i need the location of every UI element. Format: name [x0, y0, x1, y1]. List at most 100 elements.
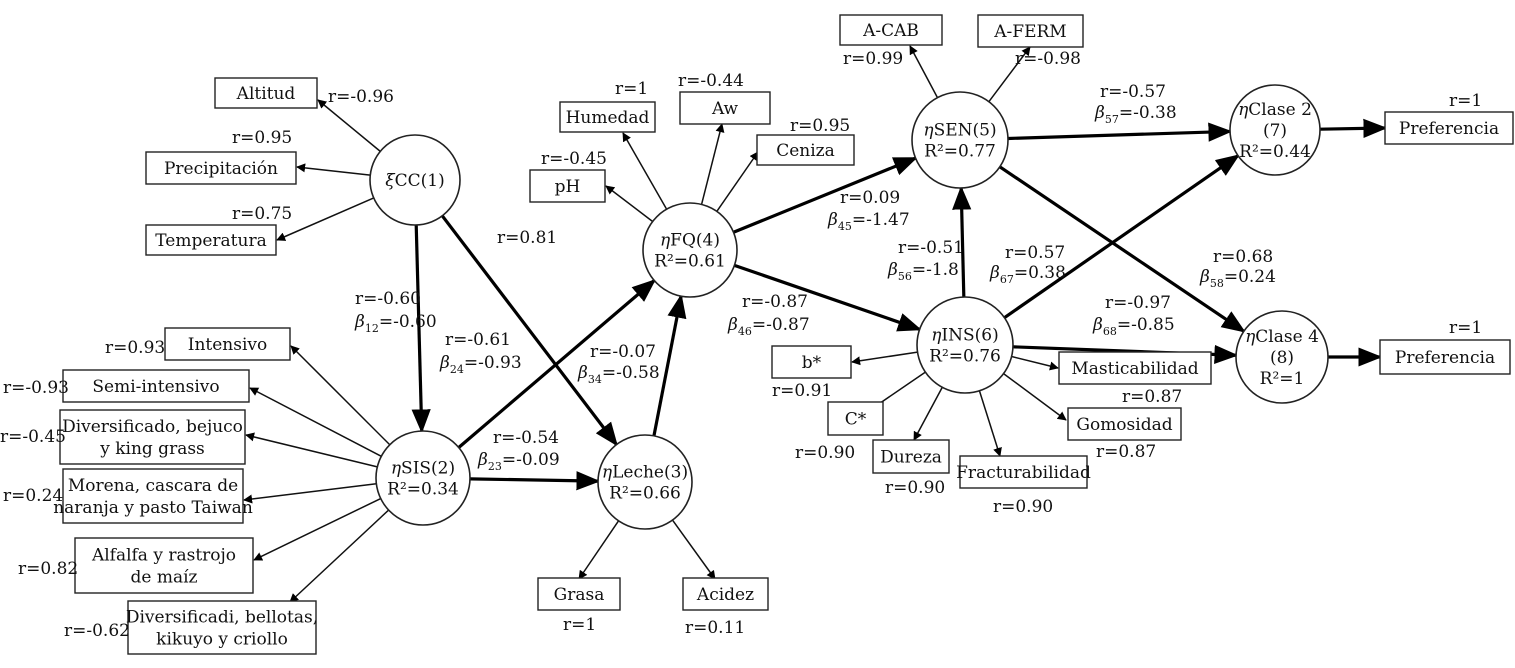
- indicator-label: Masticabilidad: [1071, 359, 1198, 379]
- latent-node-stat: R²=0.66: [609, 484, 681, 504]
- path-arrow-sen-clase2: [1007, 122, 1233, 142]
- indicator-box: [537, 577, 621, 611]
- path-beta-label: β58=0.24: [1199, 267, 1276, 290]
- indicator-arrow: [716, 151, 759, 212]
- latent-node-name: ηSEN(5): [923, 121, 996, 141]
- indicator-r-value: r=0.11: [685, 618, 745, 638]
- indicator-box: [679, 91, 771, 125]
- latent-node-name: ηINS(6): [931, 326, 999, 346]
- indicator-arrow: [978, 390, 1002, 457]
- indicator-arrow: [290, 345, 391, 446]
- indicator-r-value: r=-0.44: [678, 71, 744, 91]
- indicator-box: [164, 327, 291, 361]
- latent-node-stat: R²=0.34: [387, 480, 459, 500]
- indicator-arrow: [909, 45, 939, 98]
- indicator-r-value: r=0.82: [18, 559, 78, 579]
- path-beta-label: β46=-0.87: [727, 315, 810, 338]
- indicator-label: Grasa: [554, 585, 605, 605]
- indicator-r-value: r=1: [563, 615, 596, 635]
- indicator-r-value: r=0.75: [232, 204, 292, 224]
- indicator-arrow: [622, 132, 668, 210]
- indicator-arrow: [913, 386, 943, 441]
- path-arrow-fq-ins: [733, 263, 922, 332]
- latent-node-stat: (8): [1270, 348, 1294, 368]
- path-arrow-cc-sis: [411, 224, 431, 434]
- path-r-label: r=0.81: [497, 228, 557, 248]
- path-arrow-ins-sen: [952, 185, 972, 298]
- indicator-r-value: r=-0.93: [3, 378, 69, 398]
- latent-node-ins: [916, 296, 1014, 394]
- latent-node-name: ξCC(1): [385, 171, 444, 191]
- indicator-label: Morena, cascara de: [68, 476, 238, 496]
- path-beta-label: β45=-1.47: [827, 210, 910, 233]
- path-arrow-cc-leche: [440, 214, 618, 447]
- latent-node-stat: R²=0.61: [654, 252, 726, 272]
- path-r-label: r=-0.87: [742, 292, 808, 312]
- indicator-box: [145, 151, 297, 185]
- indicator-r-value: r=0.87: [1122, 387, 1182, 407]
- indicator-arrow: [671, 519, 716, 580]
- indicator-label: Humedad: [566, 108, 650, 128]
- indicator-label: naranja y pasto Taiwan: [53, 498, 253, 518]
- indicator-r-value: r=0.95: [232, 128, 292, 148]
- path-arrow-sis-leche: [469, 471, 601, 491]
- indicator-r-value: r=-0.98: [1015, 49, 1081, 69]
- indicator-r-value: r=-0.96: [328, 87, 394, 107]
- indicator-r-value: r=-0.45: [541, 149, 607, 169]
- path-beta-label: β34=-0.58: [577, 363, 660, 386]
- indicator-box: [756, 134, 855, 166]
- path-arrow-ins-clase2: [1003, 154, 1240, 319]
- latent-node-clase4: [1235, 310, 1329, 404]
- indicator-label: Intensivo: [188, 335, 268, 355]
- indicator-box: [214, 77, 318, 109]
- indicator-box: [62, 369, 250, 403]
- indicator-label: Aw: [711, 99, 739, 119]
- path-beta-label: β67=0.38: [989, 263, 1066, 286]
- indicator-arrow: [1011, 355, 1059, 371]
- indicator-arrow: [253, 497, 382, 561]
- indicator-r-value: r=0.90: [885, 478, 945, 498]
- latent-node-name: ηClase 2: [1238, 100, 1312, 120]
- indicator-arrow: [276, 197, 375, 241]
- indicator-label: Temperatura: [155, 231, 266, 251]
- indicator-label: b*: [802, 353, 822, 373]
- indicator-arrow: [289, 509, 390, 603]
- indicator-arrow: [249, 387, 382, 457]
- indicator-box: [127, 600, 317, 655]
- latent-node-fq: [642, 202, 738, 298]
- indicator-box: [1058, 351, 1212, 385]
- indicator-arrow: [296, 163, 371, 176]
- path-beta-label: β57=-0.38: [1094, 103, 1177, 126]
- path-arrow-sen-clase4: [998, 165, 1246, 333]
- indicator-label: Gomosidad: [1076, 415, 1172, 435]
- indicator-box: [559, 101, 656, 133]
- path-r-label: r=-0.57: [1100, 82, 1166, 102]
- indicator-box: [827, 401, 884, 436]
- indicator-arrow: [317, 99, 381, 152]
- path-beta-label: β68=-0.85: [1092, 315, 1175, 338]
- indicator-box: [59, 409, 246, 465]
- indicator-r-value: r=0.24: [3, 486, 63, 506]
- indicator-r-value: r=0.95: [790, 116, 850, 136]
- path-r-label: r=-0.54: [493, 428, 559, 448]
- indicator-arrow: [243, 482, 377, 504]
- indicator-box: [74, 537, 254, 594]
- indicator-label: Preferencia: [1395, 348, 1495, 368]
- indicator-box: [1379, 339, 1511, 375]
- indicator-label: Altitud: [236, 84, 296, 104]
- indicator-arrow: [245, 432, 378, 468]
- indicator-label: A-CAB: [862, 21, 919, 41]
- indicator-box: [1384, 111, 1514, 145]
- path-beta-label: β56=-1.8: [887, 260, 959, 283]
- indicator-r-value: r=0.90: [993, 497, 1053, 517]
- indicator-r-value: r=0.99: [843, 49, 903, 69]
- path-r-label: r=-0.60: [355, 289, 421, 309]
- indicator-label: Precipitación: [164, 159, 278, 179]
- indicator-box: [872, 439, 950, 474]
- indicator-box: [682, 577, 769, 611]
- latent-node-name: ηClase 4: [1245, 327, 1319, 347]
- indicator-r-value: r=1: [1449, 91, 1482, 111]
- indicator-label: kikuyo y criollo: [156, 630, 288, 650]
- indicator-box: [771, 345, 852, 379]
